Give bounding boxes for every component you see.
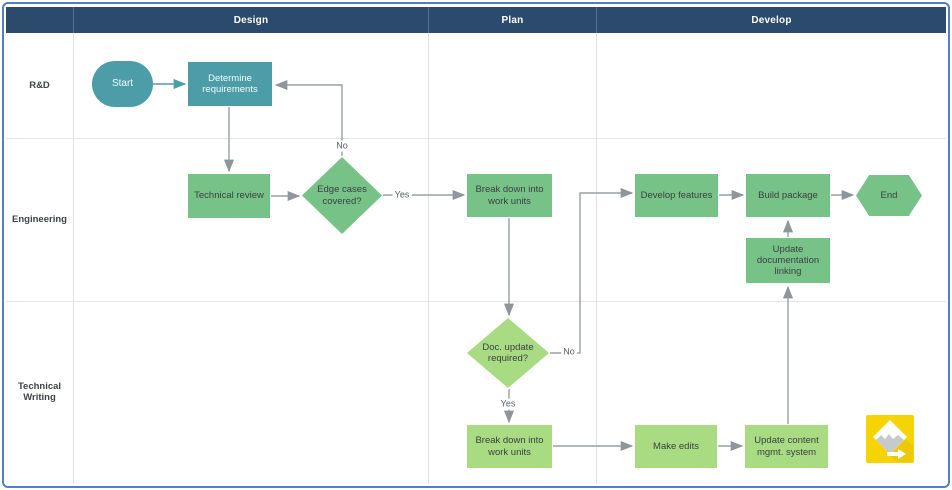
row-divider-rd-engineering <box>6 138 946 139</box>
column-divider-plan-develop <box>596 33 597 483</box>
header-lane-corner <box>6 7 73 33</box>
vendor-logo[interactable] <box>866 415 914 463</box>
node-end[interactable]: End <box>856 175 922 216</box>
lane-divider-vertical <box>73 33 74 483</box>
lane-label-technical-writing: Technical Writing <box>17 380 62 403</box>
node-update-content-mgmt-system[interactable]: Update content mgmt. system <box>745 425 828 468</box>
node-update-documentation-linking[interactable]: Update documentation linking <box>746 238 830 283</box>
edge-label-no-edgecases: No <box>334 140 350 152</box>
column-divider-design-plan <box>428 33 429 483</box>
lane-label-rd: R&D <box>29 79 50 91</box>
phase-header-row: Design Plan Develop <box>6 7 946 33</box>
vendor-logo-icon <box>866 415 914 463</box>
lane-label-engineering: Engineering <box>12 213 67 225</box>
header-phase-design: Design <box>73 7 428 33</box>
node-start[interactable]: Start <box>92 61 153 107</box>
node-determine-requirements[interactable]: Determine requirements <box>188 62 272 106</box>
node-break-down-work-units-2[interactable]: Break down into work units <box>467 425 552 468</box>
header-phase-develop: Develop <box>596 7 946 33</box>
edge-label-yes-docupdate: Yes <box>498 398 518 410</box>
edge-label-no-docupdate: No <box>561 346 577 358</box>
row-divider-engineering-techwriting <box>6 301 946 302</box>
node-technical-review[interactable]: Technical review <box>188 174 270 218</box>
node-break-down-work-units-1[interactable]: Break down into work units <box>467 174 552 217</box>
node-make-edits[interactable]: Make edits <box>635 425 717 468</box>
header-phase-plan: Plan <box>428 7 596 33</box>
node-build-package[interactable]: Build package <box>746 174 830 217</box>
node-develop-features[interactable]: Develop features <box>635 174 718 217</box>
edge-label-yes-edgecases: Yes <box>392 189 412 201</box>
